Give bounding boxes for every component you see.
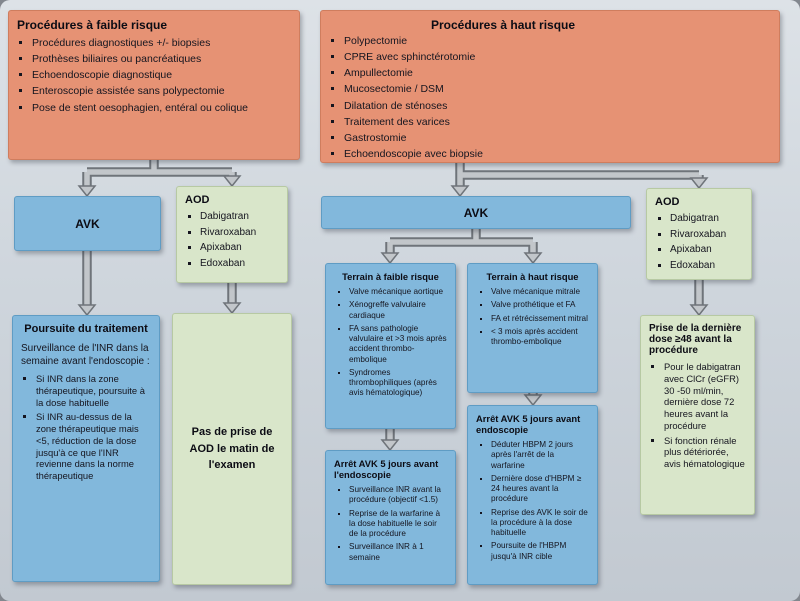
list-item: Valve mécanique aortique xyxy=(349,287,447,297)
list-item: Prothèses biliaires ou pancréatiques xyxy=(32,53,291,66)
terrain-faible-title: Terrain à faible risque xyxy=(342,271,439,282)
list-item: Echoendoscopie avec biopsie xyxy=(344,148,771,161)
list-item: Rivaroxaban xyxy=(670,229,743,242)
low-risk-list: Procédures diagnostiques +/- biopsiesPro… xyxy=(17,37,291,115)
poursuite-title: Poursuite du traitement xyxy=(24,323,148,335)
list-item: CPRE avec sphinctérotomie xyxy=(344,51,771,64)
list-item: FA sans pathologie valvulaire et >3 mois… xyxy=(349,324,447,365)
arrowhead-aod-left xyxy=(222,175,242,188)
list-item: Pour le dabigatran avec ClCr (eGFR) 30 -… xyxy=(664,361,746,432)
arrowhead-arret-haut xyxy=(523,394,543,407)
low-risk-title: Procédures à faible risque xyxy=(17,18,168,32)
list-item: Reprise des AVK le soir de la procédure … xyxy=(491,508,589,539)
arret-avk-faible-box: Arrêt AVK 5 jours avant l'endoscopie Sur… xyxy=(325,450,456,585)
list-item: Rivaroxaban xyxy=(200,227,279,240)
avk-left-box: AVK xyxy=(14,196,161,251)
list-item: Dabigatran xyxy=(670,213,743,226)
aod-right-title: AOD xyxy=(655,196,680,208)
list-item: Apixaban xyxy=(200,242,279,255)
arrowhead-derniere-dose xyxy=(689,304,709,317)
list-item: Poursuite de l'HBPM jusqu'à INR cible xyxy=(491,541,589,562)
list-item: Syndromes thrombophiliques (après avis h… xyxy=(349,368,447,399)
arret-faible-title: Arrêt AVK 5 jours avant l'endoscopie xyxy=(334,458,439,480)
list-item: Dernière dose d'HBPM ≥ 24 heures avant l… xyxy=(491,474,589,505)
list-item: Procédures diagnostiques +/- biopsies xyxy=(32,37,291,50)
list-item: Gastrostomie xyxy=(344,132,771,145)
derniere-dose-list: Pour le dabigatran avec ClCr (eGFR) 30 -… xyxy=(649,361,746,470)
arret-haut-title: Arrêt AVK 5 jours avant endoscopie xyxy=(476,413,581,435)
list-item: Si INR au-dessus de la zone thérapeutiqu… xyxy=(36,411,151,482)
aod-left-box: AOD DabigatranRivaroxabanApixabanEdoxaba… xyxy=(176,186,288,283)
no-aod-text: Pas de prise de AOD le matin de l'examen xyxy=(189,426,275,472)
terrain-faible-list: Valve mécanique aortiqueXénogreffe valvu… xyxy=(334,287,447,399)
avk-left-label: AVK xyxy=(75,216,100,231)
avk-right-box: AVK xyxy=(321,196,631,229)
list-item: Surveillance INR à 1 semaine xyxy=(349,542,447,563)
list-item: Dilatation de sténoses xyxy=(344,100,771,113)
high-risk-list: PolypectomieCPRE avec sphinctérotomieAmp… xyxy=(329,35,771,161)
list-item: Edoxaban xyxy=(670,260,743,273)
list-item: Déduter HBPM 2 jours après l'arrêt de la… xyxy=(491,440,589,471)
arrowhead-avk-left xyxy=(77,185,97,198)
list-item: Xénogreffe valvulaire cardiaque xyxy=(349,300,447,321)
list-item: Polypectomie xyxy=(344,35,771,48)
list-item: Ampullectomie xyxy=(344,67,771,80)
arret-avk-haut-box: Arrêt AVK 5 jours avant endoscopie Dédut… xyxy=(467,405,598,585)
poursuite-list: Si INR dans la zone thérapeutique, pours… xyxy=(21,373,151,482)
arrowhead-terrain-faible xyxy=(380,252,400,265)
arrowhead-poursuite xyxy=(77,304,97,317)
list-item: Dabigatran xyxy=(200,211,279,224)
list-item: FA et rétrécissement mitral xyxy=(491,314,589,324)
list-item: Valve prothétique et FA xyxy=(491,300,589,310)
low-risk-procedures-box: Procédures à faible risque Procédures di… xyxy=(8,10,300,160)
list-item: Si INR dans la zone thérapeutique, pours… xyxy=(36,373,151,408)
arrowhead-avk-right xyxy=(450,185,470,198)
list-item: Apixaban xyxy=(670,244,743,257)
list-item: Reprise de la warfarine à la dose habitu… xyxy=(349,509,447,540)
list-item: Echoendoscopie diagnostique xyxy=(32,69,291,82)
list-item: Pose de stent oesophagien, entéral ou co… xyxy=(32,102,291,115)
terrain-haut-risque-box: Terrain à haut risque Valve mécanique mi… xyxy=(467,263,598,393)
list-item: Surveillance INR avant la procédure (obj… xyxy=(349,485,447,506)
terrain-faible-risque-box: Terrain à faible risque Valve mécanique … xyxy=(325,263,456,429)
list-item: Enteroscopie assistée sans polypectomie xyxy=(32,85,291,98)
list-item: Si fonction rénale plus détériorée, avis… xyxy=(664,435,746,470)
list-item: Valve mécanique mitrale xyxy=(491,287,589,297)
poursuite-traitement-box: Poursuite du traitement Surveillance de … xyxy=(12,315,160,582)
derniere-dose-box: Prise de la dernière dose ≥48 avant la p… xyxy=(640,315,755,515)
terrain-haut-list: Valve mécanique mitraleValve prothétique… xyxy=(476,287,589,347)
high-risk-title: Procédures à haut risque xyxy=(431,18,576,32)
high-risk-procedures-box: Procédures à haut risque PolypectomieCPR… xyxy=(320,10,780,163)
list-item: < 3 mois après accident thrombo-emboliqu… xyxy=(491,327,589,348)
arrowhead-arret-faible xyxy=(380,439,400,452)
avk-right-label: AVK xyxy=(463,205,489,220)
list-item: Edoxaban xyxy=(200,258,279,271)
list-item: Traitement des varices xyxy=(344,116,771,129)
poursuite-intro: Surveillance de l'INR dans la semaine av… xyxy=(21,343,150,367)
derniere-dose-title: Prise de la dernière dose ≥48 avant la p… xyxy=(649,323,742,356)
aod-right-box: AOD DabigatranRivaroxabanApixabanEdoxaba… xyxy=(646,188,752,280)
arrowhead-no-aod xyxy=(222,302,242,315)
no-aod-morning-box: Pas de prise de AOD le matin de l'examen xyxy=(172,313,292,585)
arrowhead-terrain-haut xyxy=(523,252,543,265)
terrain-haut-title: Terrain à haut risque xyxy=(486,271,579,282)
arret-faible-list: Surveillance INR avant la procédure (obj… xyxy=(334,485,447,563)
aod-left-list: DabigatranRivaroxabanApixabanEdoxaban xyxy=(185,211,279,270)
aod-right-list: DabigatranRivaroxabanApixabanEdoxaban xyxy=(655,213,743,272)
list-item: Mucosectomie / DSM xyxy=(344,83,771,96)
arret-haut-list: Déduter HBPM 2 jours après l'arrêt de la… xyxy=(476,440,589,562)
arrowhead-aod-right xyxy=(689,177,709,190)
aod-left-title: AOD xyxy=(185,194,210,206)
